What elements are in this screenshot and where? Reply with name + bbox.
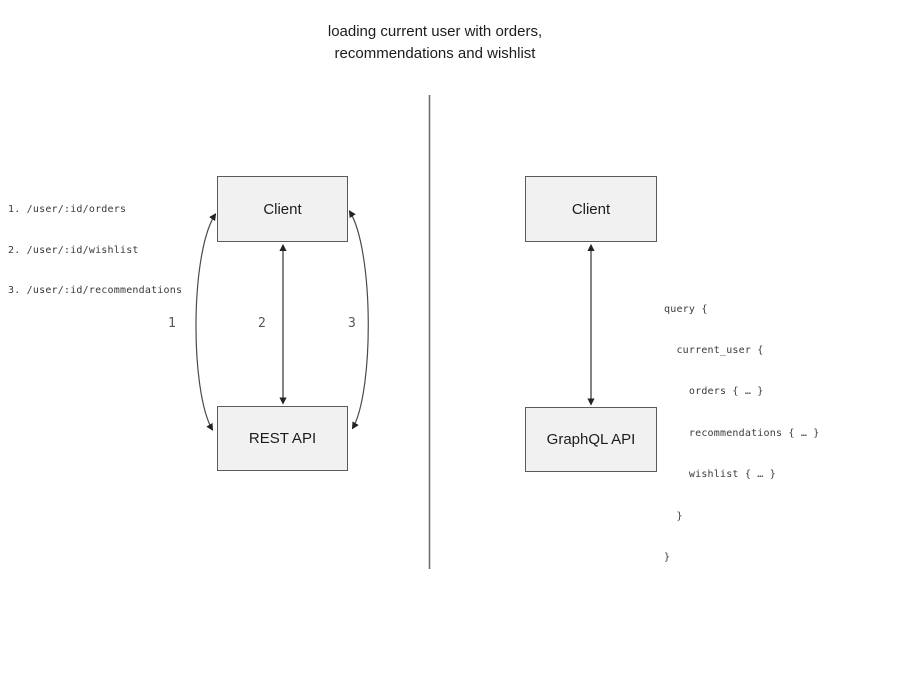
rest-client-box: Client	[217, 176, 348, 242]
rest-endpoint-recommendations: 3. /user/:id/recommendations	[8, 285, 183, 296]
query-line-orders: orders { … }	[664, 386, 764, 398]
rest-endpoint-wishlist: 2. /user/:id/wishlist	[8, 244, 139, 256]
graphql-client-label: Client	[571, 200, 611, 218]
query-line-close-outer: }	[664, 551, 671, 563]
rest-api-label: REST API	[248, 430, 317, 447]
rest-arrow-1-orders	[195, 213, 217, 431]
rest-api-box: REST API	[217, 406, 348, 471]
query-line-wishlist: wishlist { … }	[664, 469, 776, 481]
diagram-title: loading current user with orders, recomm…	[135, 21, 735, 65]
rest-arrow-label-1: 1	[168, 316, 176, 331]
graphql-query-code: query { current_user { orders { … } reco…	[664, 275, 820, 592]
diagram-title-line2: recommendations and wishlist	[334, 45, 536, 62]
rest-client-label: Client	[263, 200, 302, 218]
query-line-close-inner: }	[664, 510, 683, 522]
graphql-client-box: Client	[525, 176, 657, 242]
rest-arrow-label-3: 3	[348, 316, 356, 331]
rest-arrow-label-2: 2	[258, 316, 266, 331]
query-line-recommendations: recommendations { … }	[664, 427, 820, 439]
query-line-open: query {	[664, 303, 708, 315]
query-line-current-user: current_user {	[664, 344, 764, 356]
rest-endpoint-orders: 1. /user/:id/orders	[8, 204, 127, 215]
rest-endpoint-list: 1. /user/:id/orders 2. /user/:id/wishlis…	[8, 176, 182, 325]
graphql-api-box: GraphQL API	[525, 407, 657, 472]
diagram-title-line1: loading current user with orders,	[327, 23, 543, 40]
graphql-api-label: GraphQL API	[546, 431, 636, 448]
rest-arrow-3-recommendations	[348, 210, 369, 430]
